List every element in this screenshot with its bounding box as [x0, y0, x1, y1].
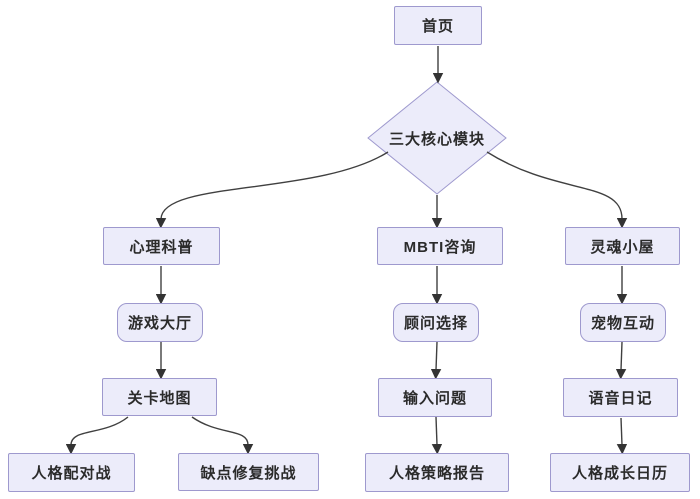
node-voice-diary: 语音日记 — [563, 378, 678, 417]
node-level-map: 关卡地图 — [102, 378, 217, 416]
node-game-lobby: 游戏大厅 — [117, 303, 203, 342]
node-growth-calendar: 人格成长日历 — [550, 453, 690, 492]
node-pet-interaction: 宠物互动 — [580, 303, 666, 342]
node-core-modules-label: 三大核心模块 — [388, 130, 485, 148]
diamond-shape — [367, 81, 507, 195]
node-input-question: 输入问题 — [378, 378, 492, 417]
edge-voice-calendar — [616, 417, 628, 455]
edge-pet-voice — [615, 341, 627, 380]
edge-core-soul — [486, 151, 628, 229]
node-flaw-repair-challenge: 缺点修复挑战 — [178, 453, 319, 491]
node-soul-house: 灵魂小屋 — [565, 227, 680, 265]
edge-core-psych — [155, 151, 389, 229]
node-mbti-consult: MBTI咨询 — [377, 227, 503, 265]
edge-input-report — [431, 416, 443, 455]
edge-level-flaw — [191, 416, 254, 455]
node-personality-match-battle: 人格配对战 — [8, 453, 135, 492]
node-strategy-report: 人格策略报告 — [365, 453, 509, 492]
node-psychology-science: 心理科普 — [103, 227, 220, 265]
node-home: 首页 — [394, 6, 482, 45]
edge-level-match — [65, 416, 129, 455]
edge-advisor-input — [430, 341, 442, 380]
node-advisor-select: 顾问选择 — [393, 303, 479, 342]
